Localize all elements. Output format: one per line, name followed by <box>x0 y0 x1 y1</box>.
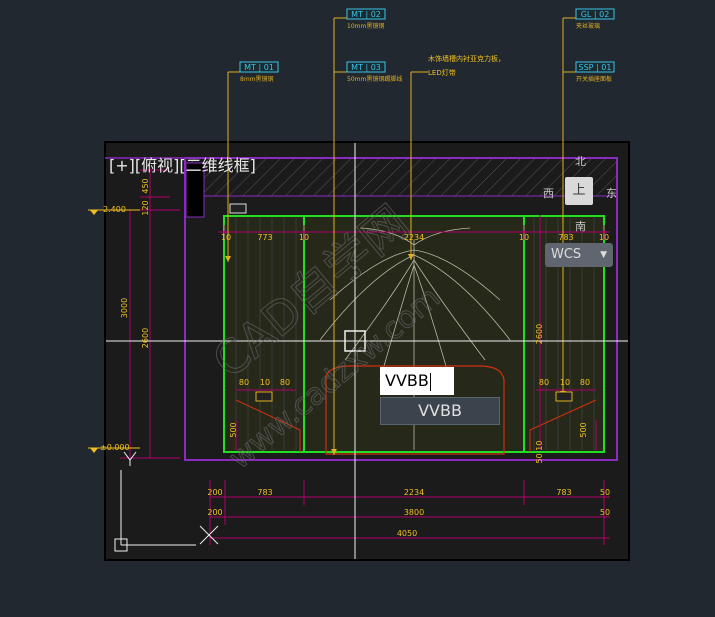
compass-north[interactable]: 北 <box>575 155 586 168</box>
top-dim: 10 <box>221 233 231 242</box>
top-dim: 2234 <box>404 233 424 242</box>
inner-dim: 80 <box>280 378 290 387</box>
bottom-dim: 783 <box>556 488 571 497</box>
chevron-down-icon: ▼ <box>600 250 607 260</box>
dynamic-command-input[interactable]: VVBB <box>380 367 454 395</box>
viewport-controls-label[interactable]: [+][俯视][二维线框] <box>109 156 256 175</box>
tag-desc: 开关插座面板 <box>576 75 612 83</box>
top-dim: 773 <box>257 233 272 242</box>
top-dim: 10 <box>519 233 529 242</box>
wcs-label: WCS <box>551 247 582 262</box>
bench-curve-right <box>529 399 597 452</box>
inner-dim: 10 <box>260 378 270 387</box>
inner-dim: 80 <box>539 378 549 387</box>
top-dim: 10 <box>299 233 309 242</box>
tag-code: MT | 01 <box>244 63 274 72</box>
elev-top: 2.400 <box>103 205 126 214</box>
tag-code: MT | 03 <box>351 63 381 72</box>
bottom-dim: 200 <box>207 508 222 517</box>
compass-south[interactable]: 南 <box>575 220 586 233</box>
tag-code: SSP | 01 <box>579 63 612 72</box>
dim-120: 120 <box>141 200 150 215</box>
ceiling-hatch <box>184 157 618 197</box>
elev-bottom: ±0.000 <box>100 443 130 452</box>
bottom-dim: 50 <box>600 488 610 497</box>
dimension-text: 2.400 ±0.000 450 120 3000 2600 10 773 10… <box>100 178 610 538</box>
tag-desc: 10mm黑镜钢 <box>347 22 384 30</box>
leader-lines <box>227 17 576 455</box>
inner-dim-v: 500 <box>229 422 238 437</box>
command-suggestion[interactable]: VVBB <box>380 397 500 425</box>
viewcube-top-face[interactable]: 上 <box>565 177 593 205</box>
text-caret <box>429 372 431 391</box>
dimension-lines <box>120 169 610 545</box>
elevation-markers <box>88 209 140 453</box>
inner-dim: 80 <box>239 378 249 387</box>
bench-outline <box>325 365 505 455</box>
inner-dim: 80 <box>580 378 590 387</box>
tag-code: MT | 02 <box>351 10 381 19</box>
bottom-dim: 200 <box>207 488 222 497</box>
command-input-value: VVBB <box>385 371 429 390</box>
compass-east[interactable]: 东 <box>606 187 617 200</box>
material-tags: MT | 02 10mm黑镜钢 GL | 02 夹丝玻璃 MT | 01 8mm… <box>239 8 615 83</box>
wall-outline <box>184 157 618 461</box>
inner-dim-v: 50 10 <box>535 441 544 464</box>
wcs-menu[interactable]: WCS ▼ <box>545 243 613 267</box>
beam-block <box>185 162 205 218</box>
annotation-line1: 木饰墙槽内衬亚克力板， <box>428 54 505 63</box>
bench-curve-left <box>235 399 301 452</box>
dim-2600: 2600 <box>141 328 150 348</box>
bottom-dim: 3800 <box>404 508 424 517</box>
bottom-dim: 4050 <box>397 529 417 538</box>
compass-west[interactable]: 西 <box>543 187 554 200</box>
tag-code: GL | 02 <box>581 10 610 19</box>
inner-dim: 10 <box>560 378 570 387</box>
tag-desc: 8mm黑镜钢 <box>240 75 274 83</box>
dim-450: 450 <box>141 178 150 193</box>
tag-desc: 夹丝玻璃 <box>576 22 600 30</box>
ucs-icon <box>114 451 219 552</box>
tag-desc: 50mm黑镜钢踢脚线 <box>347 75 402 83</box>
center-panel-frame <box>303 215 525 453</box>
annotation-line2: LED灯带 <box>428 68 456 77</box>
bottom-dim: 2234 <box>404 488 424 497</box>
top-dim: 783 <box>558 233 573 242</box>
bottom-dim: 50 <box>600 508 610 517</box>
inner-dim-v: 500 <box>579 422 588 437</box>
top-dim: 10 <box>599 233 609 242</box>
bottom-dim: 783 <box>257 488 272 497</box>
dimension-ticks <box>223 230 606 234</box>
crosshair-cursor <box>106 143 628 559</box>
inner-dim-v: 2600 <box>535 324 544 344</box>
dim-3000: 3000 <box>120 298 129 318</box>
wall-tags <box>229 203 573 402</box>
